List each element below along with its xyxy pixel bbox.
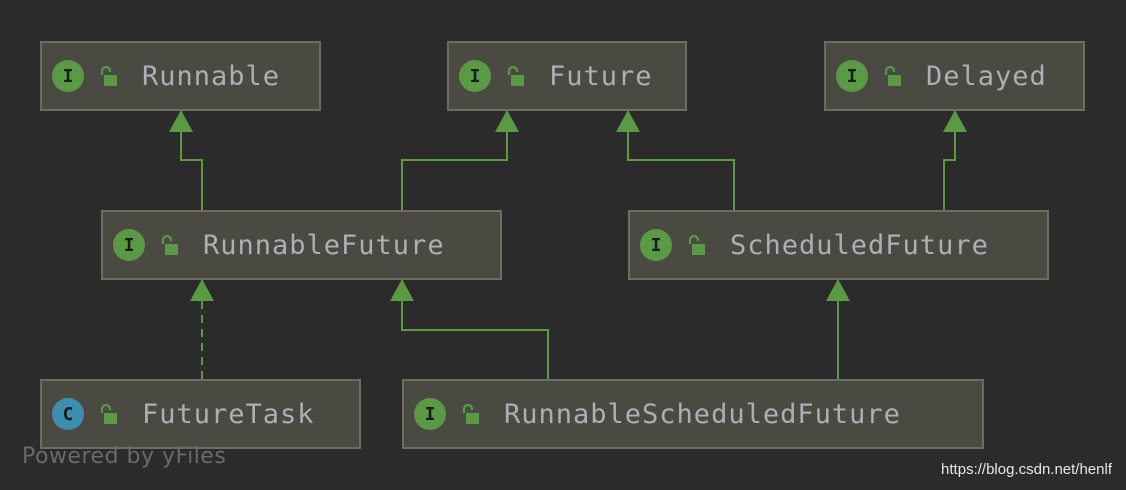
node-label: RunnableFuture (203, 229, 445, 261)
class-badge-icon: C (52, 398, 84, 430)
node-future[interactable]: I Future (447, 41, 687, 111)
node-label: ScheduledFuture (730, 229, 989, 261)
unlock-icon (462, 403, 479, 424)
edge-runnablescheduledfuture-to-runnablefuture (401, 301, 549, 379)
edge-runnablefuture-to-future (401, 132, 508, 210)
source-url: https://blog.csdn.net/henlf (941, 461, 1112, 478)
node-label: Future (549, 60, 653, 92)
node-delayed[interactable]: I Delayed (824, 41, 1085, 111)
unlock-icon (884, 65, 901, 86)
node-runnable[interactable]: I Runnable (40, 41, 321, 111)
arrowhead-icon (943, 110, 967, 132)
edge-runnablefuture-to-runnable (180, 132, 203, 210)
unlock-icon (100, 403, 117, 424)
arrowhead-icon (169, 110, 193, 132)
arrowhead-icon (826, 279, 850, 301)
arrowhead-icon (390, 279, 414, 301)
arrowhead-icon (495, 110, 519, 132)
node-futuretask[interactable]: C FutureTask (40, 379, 361, 449)
node-runnablescheduledfuture[interactable]: I RunnableScheduledFuture (402, 379, 984, 449)
node-label: RunnableScheduledFuture (504, 398, 901, 430)
node-runnablefuture[interactable]: I RunnableFuture (101, 210, 502, 280)
interface-badge-icon: I (459, 60, 491, 92)
unlock-icon (161, 234, 178, 255)
node-label: Delayed (926, 60, 1047, 92)
edge-scheduledfuture-to-delayed (943, 132, 956, 210)
edge-scheduledfuture-to-future (627, 132, 735, 210)
interface-badge-icon: I (640, 229, 672, 261)
watermark-text: Powered by yFiles (22, 444, 227, 469)
node-label: Runnable (142, 60, 281, 92)
unlock-icon (507, 65, 524, 86)
arrowhead-icon (190, 279, 214, 301)
unlock-icon (100, 65, 117, 86)
unlock-icon (688, 234, 705, 255)
interface-badge-icon: I (52, 60, 84, 92)
interface-badge-icon: I (414, 398, 446, 430)
interface-badge-icon: I (113, 229, 145, 261)
arrowhead-icon (616, 110, 640, 132)
node-scheduledfuture[interactable]: I ScheduledFuture (628, 210, 1049, 280)
interface-badge-icon: I (836, 60, 868, 92)
node-label: FutureTask (142, 398, 315, 430)
